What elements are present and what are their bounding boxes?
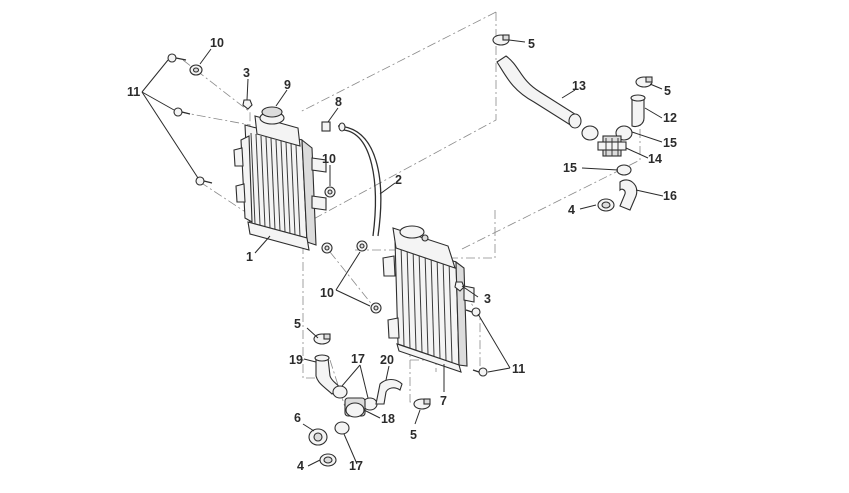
callout-19: 19 bbox=[289, 353, 303, 367]
callout-7: 7 bbox=[440, 394, 447, 408]
hose-clamps bbox=[313, 34, 653, 410]
grommet-10-e bbox=[370, 302, 382, 314]
callout-17: 17 bbox=[349, 459, 363, 473]
callout-11: 11 bbox=[512, 362, 525, 376]
callout-10: 10 bbox=[322, 152, 336, 166]
bolt-11-c bbox=[195, 176, 213, 186]
grommet-10-b bbox=[324, 186, 336, 198]
right-radiator bbox=[382, 225, 475, 373]
callout-20: 20 bbox=[380, 353, 394, 367]
callout-14: 14 bbox=[648, 152, 662, 166]
callout-2: 2 bbox=[395, 173, 402, 187]
callout-11: 11 bbox=[127, 85, 140, 99]
bolt-11-b bbox=[173, 107, 191, 117]
callout-5: 5 bbox=[410, 428, 417, 442]
callout-10: 10 bbox=[210, 36, 224, 50]
callout-10: 10 bbox=[320, 286, 334, 300]
nut-3-a bbox=[242, 99, 253, 110]
callout-17: 17 bbox=[351, 352, 365, 366]
callout-15: 15 bbox=[663, 136, 677, 150]
callout-4: 4 bbox=[568, 203, 575, 217]
callout-9: 9 bbox=[284, 78, 291, 92]
t-fitting-assembly bbox=[581, 94, 646, 212]
callout-18: 18 bbox=[381, 412, 395, 426]
leader-lines bbox=[141, 39, 664, 467]
callout-4: 4 bbox=[297, 459, 304, 473]
callout-12: 12 bbox=[663, 111, 677, 125]
callout-5: 5 bbox=[664, 84, 671, 98]
callout-6: 6 bbox=[294, 411, 301, 425]
grommet-10-c bbox=[321, 242, 333, 254]
callout-5: 5 bbox=[528, 37, 535, 51]
callout-13: 13 bbox=[572, 79, 586, 93]
bolt-11-a bbox=[167, 53, 187, 63]
grommet-10-a bbox=[189, 64, 203, 76]
callout-8: 8 bbox=[335, 95, 342, 109]
callout-1: 1 bbox=[246, 250, 253, 264]
callout-3: 3 bbox=[484, 292, 491, 306]
callout-labels: 1 2 3 3 4 4 5 5 5 5 6 7 8 9 10 10 10 11 … bbox=[127, 36, 677, 473]
callout-5: 5 bbox=[294, 317, 301, 331]
lower-hose-assembly bbox=[308, 354, 403, 467]
nut-3-b bbox=[454, 281, 465, 292]
bolt-11-e bbox=[472, 367, 488, 377]
left-radiator bbox=[233, 106, 327, 251]
callout-15: 15 bbox=[563, 161, 577, 175]
overflow-hose bbox=[321, 121, 382, 237]
callout-3: 3 bbox=[243, 66, 250, 80]
grommet-10-d bbox=[356, 240, 368, 252]
callout-16: 16 bbox=[663, 189, 677, 203]
upper-hose bbox=[496, 55, 582, 129]
